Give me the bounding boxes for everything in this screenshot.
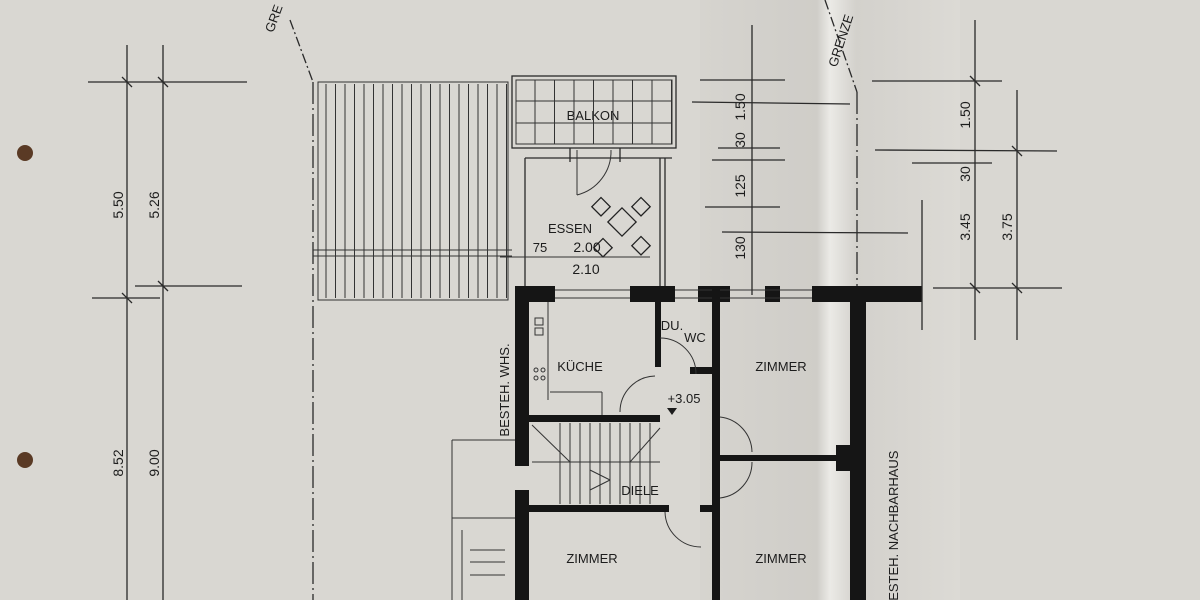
right-dimensions: 1.50 30 3.45 3.75 [872, 20, 1062, 340]
dimension-125-mid: 125 [732, 174, 748, 198]
dimension-5-50: 5.50 [110, 191, 126, 218]
dimension-2-10: 2.10 [572, 261, 599, 277]
dimension-130-mid: 130 [732, 236, 748, 260]
existing-house-label: BESTEH. WHS. [497, 343, 512, 436]
dimension-2-00: 2.00 [573, 239, 600, 255]
neighbour-house-label: BESTEH. NACHBARHAUS [886, 450, 901, 600]
terrace [313, 81, 512, 301]
stair-arrow [589, 469, 611, 481]
dimension-5-26: 5.26 [146, 191, 162, 218]
level-label: +3.05 [668, 391, 701, 406]
punch-hole [17, 145, 33, 161]
room-label-dining: ESSEN [548, 221, 592, 236]
middle-dimensions: 1.50 30 125 130 [691, 25, 909, 295]
room-label-kitchen: KÜCHE [557, 359, 603, 374]
room-label-du: DU. [661, 318, 683, 333]
room-label-hall: DIELE [621, 483, 659, 498]
room-label-zimmer-top-right: ZIMMER [755, 359, 806, 374]
room-label-wc: WC [684, 330, 706, 345]
stair-arrow [589, 479, 611, 491]
left-dimensions: 5.50 5.26 8.52 9.00 [88, 45, 247, 600]
walls [515, 286, 922, 600]
dimension-75: 75 [533, 240, 547, 255]
punch-hole [17, 452, 33, 468]
dimension-3-45: 3.45 [957, 213, 973, 240]
dimension-8-52: 8.52 [110, 449, 126, 476]
room-label-zimmer-bottom-left: ZIMMER [566, 551, 617, 566]
dimension-30-mid: 30 [732, 132, 748, 148]
balcony: BALKON [511, 75, 677, 149]
dimension-30-right: 30 [957, 166, 973, 182]
stair-winder [629, 427, 661, 463]
stair-winder [531, 424, 571, 463]
dining-table-icon [590, 196, 652, 258]
entrance-steps [451, 439, 515, 600]
dimension-9-00: 9.00 [146, 449, 162, 476]
level-marker-icon [667, 408, 677, 415]
dimension-3-75: 3.75 [999, 213, 1015, 240]
interior-details: KÜCHE DU. WC +3.05 DIELE ZIMMER ZIMMER Z… [497, 302, 901, 600]
dining-area: ESSEN 75 2.00 2.10 [500, 148, 672, 290]
dimension-1-50-mid: 1.50 [732, 93, 748, 120]
room-label-zimmer-bottom-right: ZIMMER [755, 551, 806, 566]
dimension-1-50-right: 1.50 [957, 101, 973, 128]
